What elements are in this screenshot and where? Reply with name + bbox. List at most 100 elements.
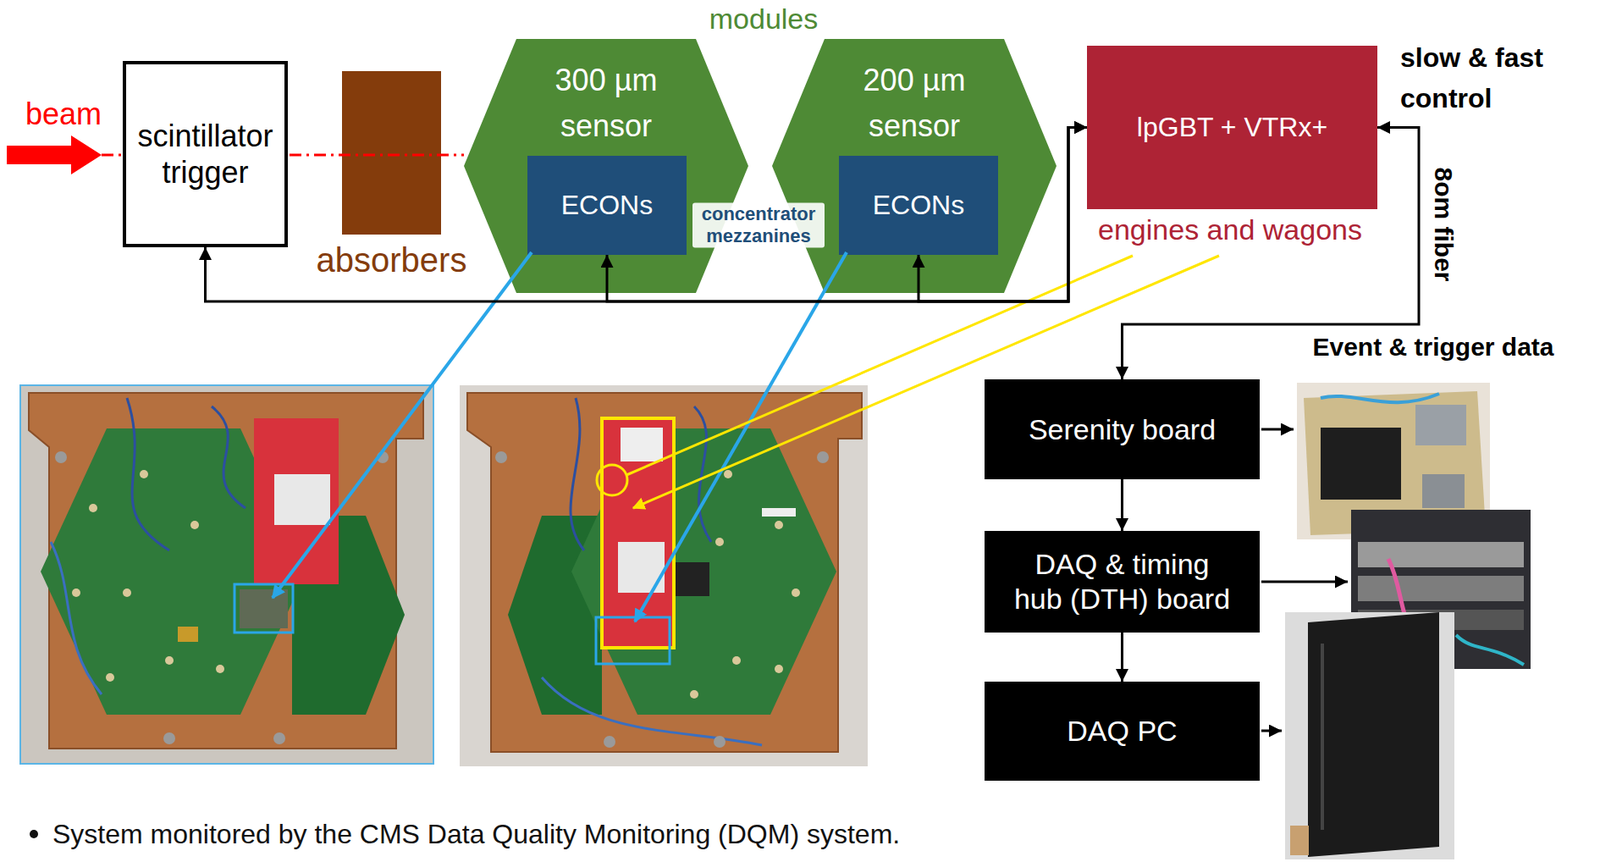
module-photo bbox=[105, 673, 115, 682]
leader-line bbox=[634, 252, 847, 622]
module-photo bbox=[459, 385, 868, 767]
module-photo bbox=[234, 584, 293, 633]
node-label: scintillator trigger bbox=[133, 117, 278, 191]
module-photo bbox=[603, 735, 616, 748]
dth-box: DAQ & timing hub (DTH) board bbox=[984, 530, 1260, 633]
module-photo bbox=[715, 537, 724, 547]
node-label: 200 µm sensor bbox=[829, 57, 999, 149]
module-photo bbox=[376, 451, 389, 464]
sensor-module: 200 µm sensorECONs bbox=[772, 38, 1057, 293]
dth-photo bbox=[1351, 509, 1531, 669]
module-photo bbox=[71, 588, 81, 597]
photo-pointer bbox=[1261, 580, 1348, 584]
module-photo bbox=[541, 677, 762, 745]
leader-line bbox=[633, 255, 1220, 508]
daq-pc-box: DAQ PC bbox=[984, 681, 1260, 781]
serenity-photo bbox=[1422, 474, 1465, 508]
dth-photo bbox=[1351, 509, 1531, 669]
module-photo bbox=[239, 589, 288, 629]
module-photo bbox=[28, 392, 424, 749]
module-photo bbox=[571, 428, 837, 715]
absorber-block: absorbers bbox=[342, 71, 442, 235]
leader-line bbox=[272, 252, 1220, 622]
node-label: DAQ PC bbox=[1066, 713, 1177, 749]
connector-arrow bbox=[205, 127, 1088, 303]
connector-arrow bbox=[1120, 632, 1124, 682]
module-photo bbox=[20, 385, 434, 764]
node-label: 300 µm sensor bbox=[521, 57, 691, 149]
module-photo bbox=[20, 385, 434, 764]
mezzanine-note: concentrator mezzanines bbox=[692, 203, 825, 249]
serenity-photo bbox=[1320, 427, 1402, 500]
module-photo bbox=[274, 474, 331, 525]
serenity-box: Serenity board bbox=[984, 379, 1260, 480]
module-photo bbox=[215, 664, 225, 674]
node-label: DAQ & timing hub (DTH) board bbox=[1009, 546, 1235, 617]
pc-photo bbox=[1320, 643, 1325, 830]
module-photo bbox=[617, 541, 665, 593]
sensor-module: 300 µm sensorECONs bbox=[463, 38, 749, 293]
module-photo bbox=[459, 385, 868, 767]
bullet-dot bbox=[29, 829, 39, 839]
pc-photo bbox=[1307, 612, 1440, 857]
module-photo bbox=[791, 588, 800, 597]
serenity-photo bbox=[1320, 393, 1440, 403]
node-label: Serenity board bbox=[1028, 412, 1216, 447]
lpgbt-box: lpGBT + VTRx+ bbox=[1086, 45, 1378, 210]
hexagon-shape bbox=[463, 38, 749, 293]
module-photo bbox=[292, 515, 405, 715]
trigger-box: scintillator trigger bbox=[122, 60, 288, 248]
beam-label: beam bbox=[25, 95, 102, 133]
control-label: slow & fast control bbox=[1400, 37, 1587, 119]
photo-pointer bbox=[1261, 729, 1282, 733]
module-photo bbox=[713, 735, 726, 748]
data-label: Event & trigger data bbox=[1312, 331, 1554, 363]
node-label: lpGBT + VTRx+ bbox=[1136, 110, 1328, 144]
connector-arrow bbox=[1120, 479, 1124, 531]
module-photo bbox=[689, 689, 699, 699]
pc-photo bbox=[1290, 825, 1309, 856]
module-photo bbox=[601, 418, 674, 648]
beam-arrow bbox=[101, 154, 123, 157]
serenity-photo bbox=[1303, 391, 1486, 536]
node-label: ECONs bbox=[872, 188, 965, 221]
module-photo bbox=[273, 732, 286, 745]
module-photo bbox=[50, 541, 102, 695]
module-photo bbox=[40, 428, 307, 715]
module-photo bbox=[211, 406, 246, 508]
dth-photo bbox=[1357, 575, 1524, 602]
beam-arrow bbox=[6, 135, 464, 175]
module-photo bbox=[139, 469, 149, 479]
econ-box: ECONs bbox=[838, 155, 999, 255]
module-photo bbox=[88, 503, 98, 513]
dth-photo bbox=[1388, 558, 1431, 661]
module-photo bbox=[601, 418, 674, 648]
serenity-photo bbox=[1296, 382, 1490, 540]
node-label: ECONs bbox=[561, 188, 653, 221]
dth-photo bbox=[1357, 541, 1524, 568]
fiber-label: 8om fiber bbox=[1428, 166, 1459, 282]
module-photo bbox=[495, 451, 508, 464]
module-photo bbox=[723, 469, 733, 479]
module-photo bbox=[163, 732, 176, 745]
group-heading: modules bbox=[709, 1, 819, 37]
dth-photo bbox=[1456, 634, 1524, 665]
pc-photo bbox=[1285, 612, 1455, 860]
connector-arrow bbox=[918, 127, 1087, 303]
module-photo bbox=[595, 617, 670, 664]
serenity-photo bbox=[1415, 404, 1467, 446]
beam-arrow bbox=[289, 154, 464, 157]
module-photo bbox=[675, 562, 710, 596]
module-photo bbox=[774, 520, 784, 530]
module-photo bbox=[467, 392, 862, 752]
module-photo bbox=[774, 664, 784, 674]
module-photo bbox=[596, 464, 628, 496]
module-photo bbox=[816, 451, 829, 464]
node-label: absorbers bbox=[281, 239, 503, 281]
footnote: System monitored by the CMS Data Quality… bbox=[52, 817, 900, 850]
dth-photo bbox=[1357, 609, 1524, 630]
beam-arrow bbox=[6, 135, 102, 175]
pc-photo bbox=[1285, 612, 1455, 860]
module-photo bbox=[694, 406, 712, 542]
hexagon-shape bbox=[772, 38, 1057, 293]
